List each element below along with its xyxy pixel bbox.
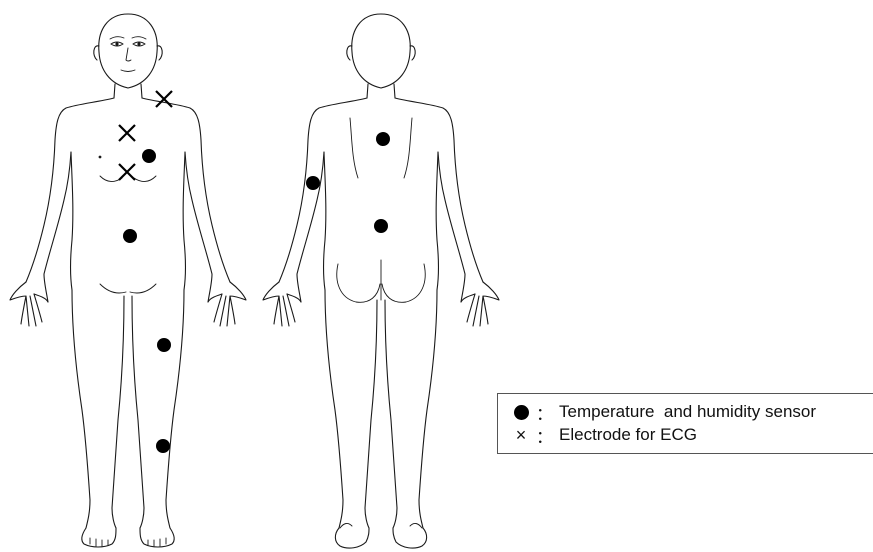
filled-circle-icon <box>512 402 530 422</box>
sensor-front-shin <box>156 439 170 453</box>
legend: ： Temperature and humidity sensor × ： El… <box>497 393 873 454</box>
legend-item-sensor: ： Temperature and humidity sensor <box>512 401 816 423</box>
ecg-electrodes <box>119 91 172 180</box>
electrode-upper-chest <box>119 125 135 141</box>
temperature-humidity-sensors <box>123 132 390 453</box>
sensor-back-arm <box>306 176 320 190</box>
legend-label-electrode: Electrode for ECG <box>559 425 697 445</box>
legend-colon: ： <box>536 400 553 425</box>
sensor-back-upper <box>376 132 390 146</box>
back-body-figure <box>263 14 499 548</box>
sensor-front-chest <box>142 149 156 163</box>
sensor-back-lower <box>374 219 388 233</box>
sensor-front-thigh <box>157 338 171 352</box>
electrode-lower-chest <box>119 164 135 180</box>
front-body-figure <box>10 14 246 547</box>
sensor-front-abdomen <box>123 229 137 243</box>
legend-item-electrode: × ： Electrode for ECG <box>512 424 697 446</box>
legend-label-sensor: Temperature and humidity sensor <box>559 402 816 422</box>
electrode-shoulder <box>156 91 172 107</box>
legend-colon: ： <box>536 423 553 448</box>
cross-icon: × <box>512 426 530 444</box>
